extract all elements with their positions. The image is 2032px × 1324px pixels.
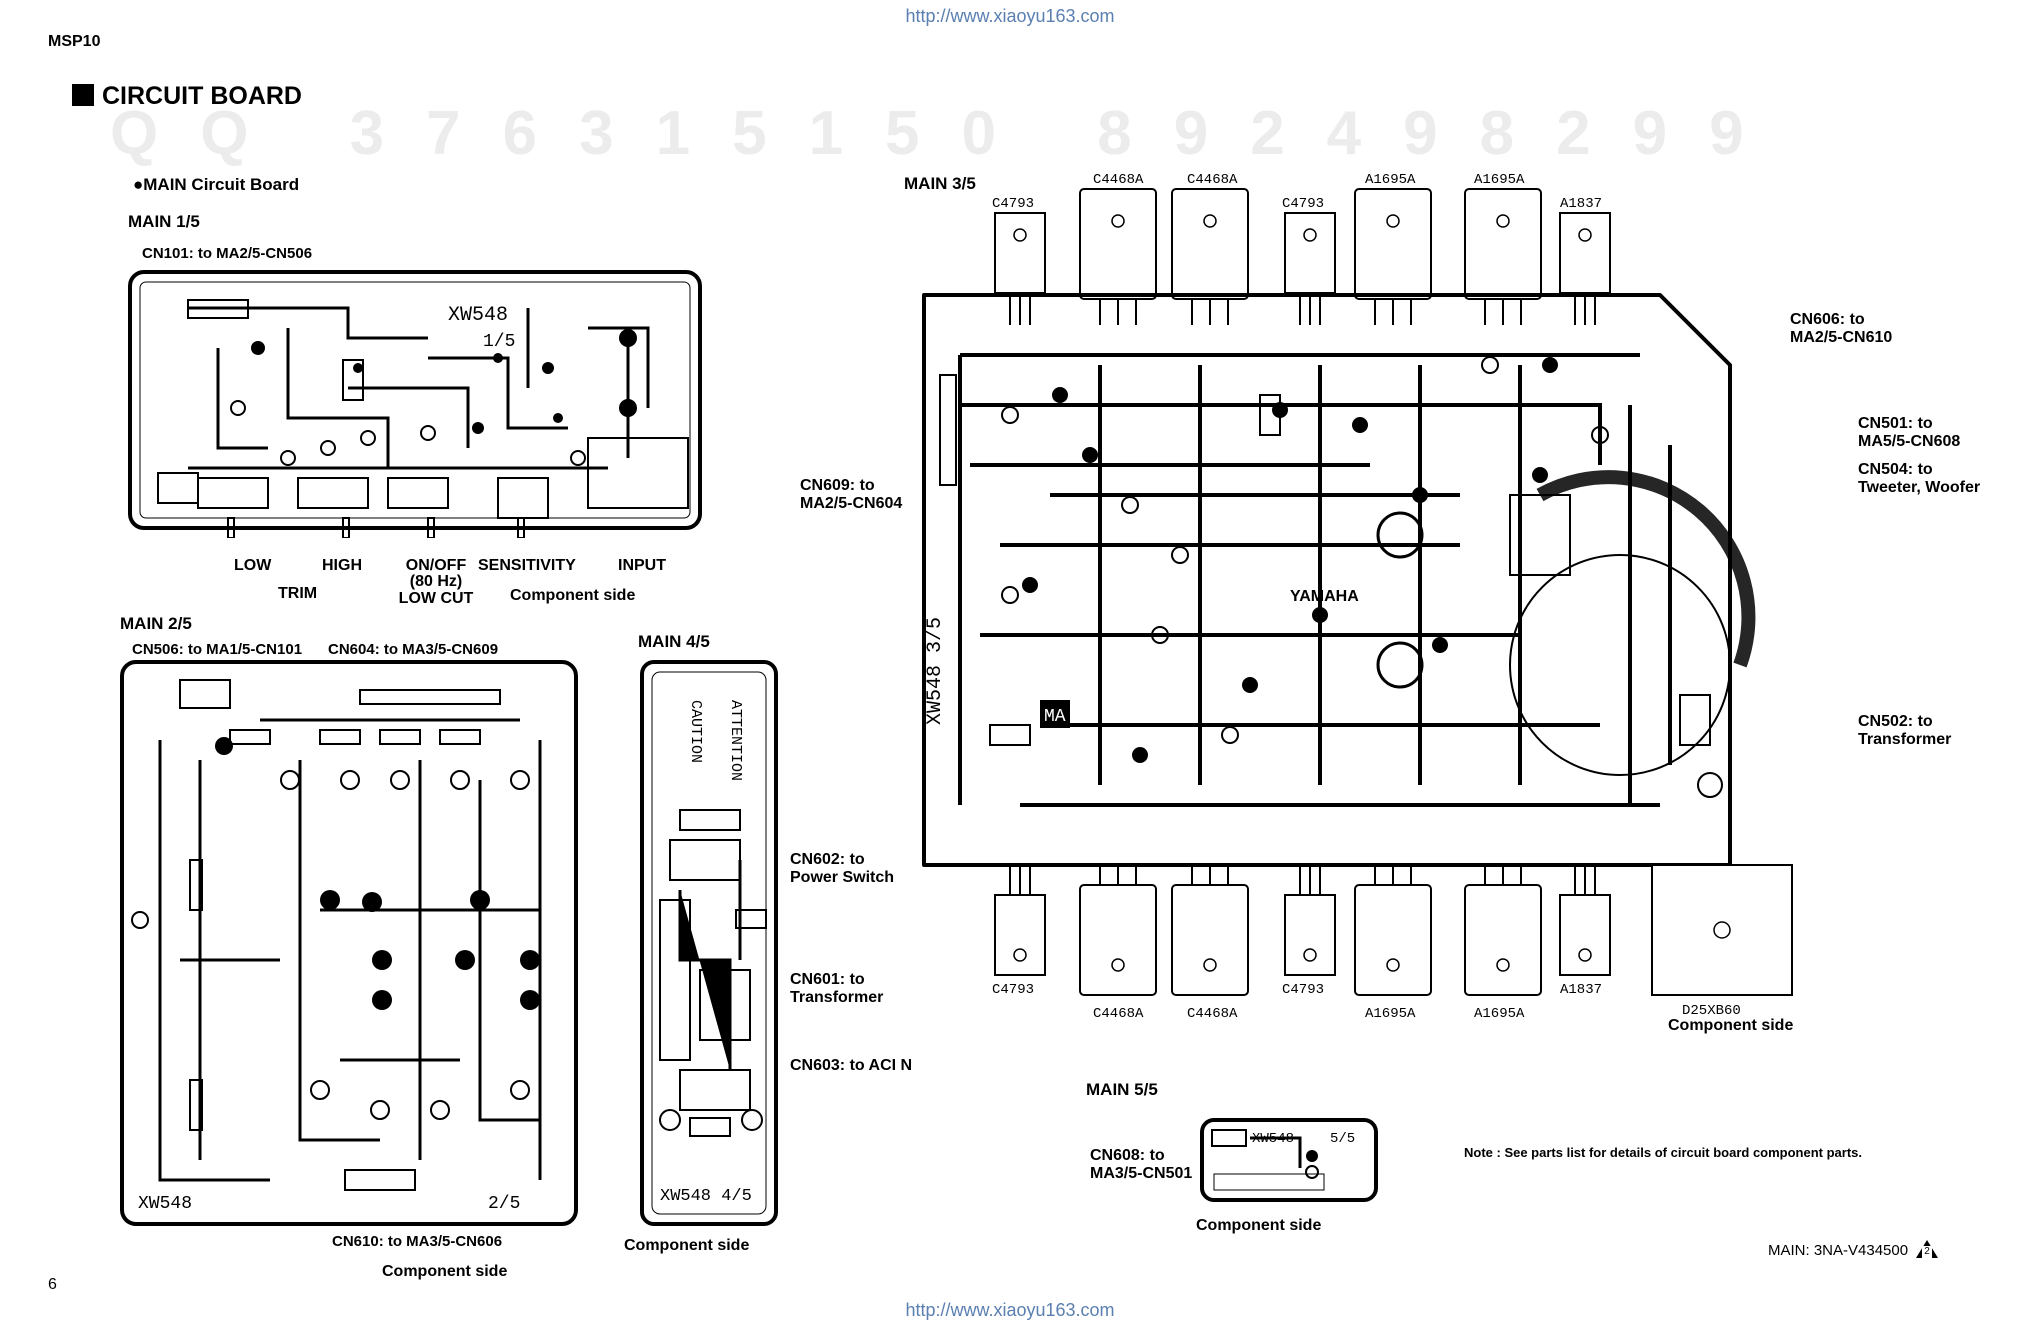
main3-title: MAIN 3/5	[904, 174, 976, 193]
main3-cn504: CN504: to	[1858, 461, 1933, 478]
board-heading: ●MAIN Circuit Board	[133, 175, 300, 194]
main4-cn602-b: Power Switch	[790, 869, 895, 886]
main4-board-label: XW548 4/5	[660, 1187, 752, 1206]
main3-cn501-b: MA5/5-CN608	[1858, 433, 1961, 450]
source-url-top[interactable]: http://www.xiaoyu163.com	[905, 6, 1115, 26]
board-note: Note : See parts list for details of cir…	[1464, 1145, 1863, 1160]
main3-bottom-part: D25XB60	[1682, 1003, 1741, 1019]
model-name: MSP10	[48, 33, 101, 50]
main3-brand: YAMAHA	[1290, 588, 1359, 605]
main3-board: C4793 C4468A C4468A C4793 A1695A A1695A …	[922, 172, 1793, 1022]
main4-cn601: CN601: to	[790, 971, 865, 988]
main2-cn604: CN604: to MA3/5-CN609	[328, 641, 499, 658]
main2-board: XW548 2/5	[120, 660, 578, 1226]
main3-cn609: CN609: to	[800, 477, 875, 494]
main5-board-sub: 5/5	[1330, 1131, 1355, 1147]
main4-caution: CAUTION	[687, 700, 704, 763]
main1-component-side: Component side	[510, 587, 636, 604]
main1-board: XW548 1/5	[128, 270, 702, 538]
main3-bottom-part: C4793	[992, 982, 1034, 998]
main3-cn609-b: MA2/5-CN604	[800, 495, 903, 512]
page-number: 6	[48, 1276, 57, 1293]
main3-bottom-part: A1695A	[1474, 1006, 1525, 1022]
main1-onoff: ON/OFF	[405, 557, 467, 574]
main3-bottom-part: A1837	[1560, 982, 1602, 998]
main2-board-sub: 2/5	[488, 1194, 520, 1214]
main3-bottom-part: C4793	[1282, 982, 1324, 998]
main2-cn610: CN610: to MA3/5-CN606	[332, 1233, 503, 1250]
main3-top-part: C4793	[992, 196, 1034, 212]
main3-component-side: Component side	[1668, 1017, 1794, 1034]
main3-cn501: CN501: to	[1858, 415, 1933, 432]
main5-board-label: XW548	[1252, 1131, 1294, 1147]
main3-top-part: A1695A	[1474, 172, 1525, 188]
main5-cn608-b: MA3/5-CN501	[1090, 1165, 1193, 1182]
main3-top-part: A1837	[1560, 196, 1602, 212]
main3-bottom-part: A1695A	[1365, 1006, 1416, 1022]
main3-cn502-b: Transformer	[1858, 731, 1952, 748]
main4-cn603: CN603: to ACI N	[790, 1057, 913, 1074]
main4-cn602: CN602: to	[790, 851, 865, 868]
main1-title: MAIN 1/5	[128, 212, 200, 231]
part-revision: 2	[1922, 1246, 1932, 1258]
main3-cn606-b: MA2/5-CN610	[1790, 329, 1893, 346]
main3-ma-mark: MA	[1044, 707, 1066, 727]
main1-low: LOW	[234, 557, 272, 574]
main3-top-part: C4468A	[1187, 172, 1238, 188]
main3-cn504-b: Tweeter, Woofer	[1858, 479, 1981, 496]
main3-top-part: A1695A	[1365, 172, 1416, 188]
main3-top-part: C4793	[1282, 196, 1324, 212]
main1-sensitivity: SENSITIVITY	[478, 557, 576, 574]
main5-board: XW548 5/5	[1200, 1118, 1378, 1202]
main1-input: INPUT	[618, 557, 666, 574]
main1-trim: TRIM	[278, 585, 318, 602]
main1-high: HIGH	[322, 557, 362, 574]
main4-title: MAIN 4/5	[638, 632, 710, 651]
main5-component-side: Component side	[1196, 1217, 1322, 1234]
title-square-icon	[72, 84, 94, 106]
main4-attention: ATTENTION	[727, 700, 744, 781]
main2-cn506: CN506: to MA1/5-CN101	[132, 641, 303, 658]
main1-onoff-hz: (80 Hz)	[409, 573, 463, 590]
main3-cn502: CN502: to	[1858, 713, 1933, 730]
watermark: QQ 376315150 892498299	[110, 99, 1786, 168]
main3-bottom-part: C4468A	[1187, 1006, 1238, 1022]
main5-cn608: CN608: to	[1090, 1147, 1165, 1164]
main4-cn601-b: Transformer	[790, 989, 884, 1006]
main5-title: MAIN 5/5	[1086, 1080, 1158, 1099]
main2-board-label: XW548	[138, 1194, 192, 1214]
section-title: CIRCUIT BOARD	[102, 82, 302, 110]
part-number: MAIN: 3NA-V434500	[1768, 1242, 1909, 1259]
main1-board-sub: 1/5	[483, 332, 515, 352]
main1-lowcut: LOW CUT	[398, 590, 474, 607]
main3-top-part: C4468A	[1093, 172, 1144, 188]
main3-board-label: XW548 3/5	[924, 617, 947, 725]
main2-component-side: Component side	[382, 1263, 508, 1280]
main3-bottom-part: C4468A	[1093, 1006, 1144, 1022]
main3-cn606: CN606: to	[1790, 311, 1865, 328]
main4-board: ATTENTION CAUTION XW548 4/5	[640, 660, 778, 1226]
source-url-bottom[interactable]: http://www.xiaoyu163.com	[905, 1300, 1115, 1320]
main2-title: MAIN 2/5	[120, 614, 192, 633]
main1-board-label: XW548	[448, 304, 508, 327]
main1-cn101: CN101: to MA2/5-CN506	[142, 245, 313, 262]
main4-component-side: Component side	[624, 1237, 750, 1254]
